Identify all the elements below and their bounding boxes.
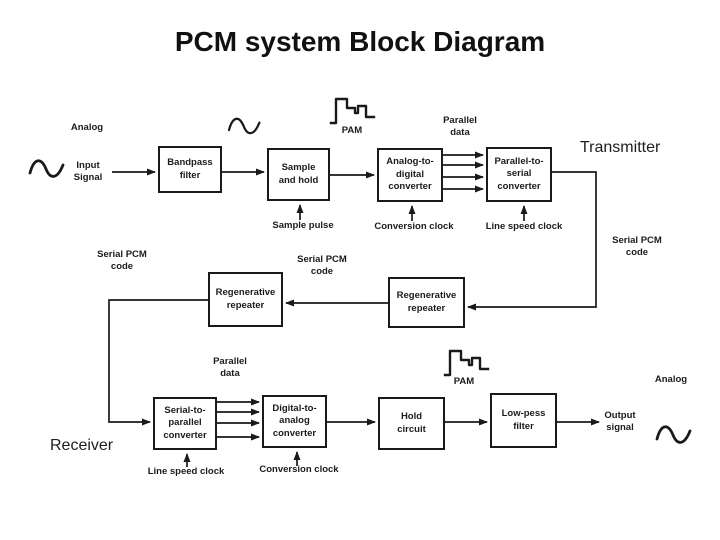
- conversion-clock-label-rx: Conversion clock: [259, 464, 339, 475]
- clock-arrows: [183, 204, 528, 467]
- block-sample-and-hold: Sample and hold: [267, 148, 330, 201]
- sine-wave-icon: [655, 425, 692, 444]
- parallel-data-label-rx: Parallel data: [213, 356, 247, 380]
- block-bandpass-filter: Bandpass filter: [158, 146, 222, 193]
- block-digital-to-analog-converter: Digital-to- analog converter: [262, 395, 327, 448]
- block-regenerative-repeater-2: Regenerative repeater: [388, 277, 465, 328]
- serial-pcm-code-label-right: Serial PCM code: [612, 235, 662, 259]
- block-low-pass-filter: Low-pess filter: [490, 393, 557, 448]
- block-parallel-to-serial-converter: Parallel-to- serial converter: [486, 147, 552, 202]
- analog-output-label: Analog: [654, 374, 688, 385]
- block-analog-to-digital-converter: Analog-to- digital converter: [377, 148, 443, 202]
- transmitter-section-label: Transmitter: [580, 139, 661, 156]
- sample-pulse-label: Sample pulse: [272, 220, 334, 231]
- pam-label-top: PAM: [341, 125, 363, 136]
- analog-input-label: Analog: [70, 122, 104, 133]
- flow-arrows-receiver: [108, 299, 600, 441]
- conversion-clock-label-tx: Conversion clock: [374, 221, 454, 232]
- sine-wave-icon: [28, 159, 65, 178]
- line-speed-clock-label-rx: Line speed clock: [147, 466, 225, 477]
- block-hold-circuit: Hold circuit: [378, 397, 445, 450]
- serial-pcm-code-label-mid: Serial PCM code: [297, 254, 347, 278]
- receiver-section-label: Receiver: [50, 437, 114, 454]
- line-speed-clock-label-tx: Line speed clock: [485, 221, 563, 232]
- sine-wave-icon: [227, 117, 261, 135]
- flow-arrows-transmitter: [112, 151, 597, 311]
- page-title: PCM system Block Diagram: [174, 26, 546, 57]
- pam-label-rx: PAM: [453, 376, 475, 387]
- block-serial-to-parallel-converter: Serial-to- parallel converter: [153, 397, 217, 450]
- pam-waveform-icon: [329, 97, 376, 125]
- input-signal-label: Input Signal: [73, 160, 103, 184]
- block-regenerative-repeater-1: Regenerative repeater: [208, 272, 283, 327]
- pam-waveform-icon: [443, 349, 490, 377]
- parallel-data-label-top: Parallel data: [443, 115, 477, 139]
- output-signal-label: Output signal: [604, 410, 636, 434]
- serial-pcm-code-label-left: Serial PCM code: [97, 249, 147, 273]
